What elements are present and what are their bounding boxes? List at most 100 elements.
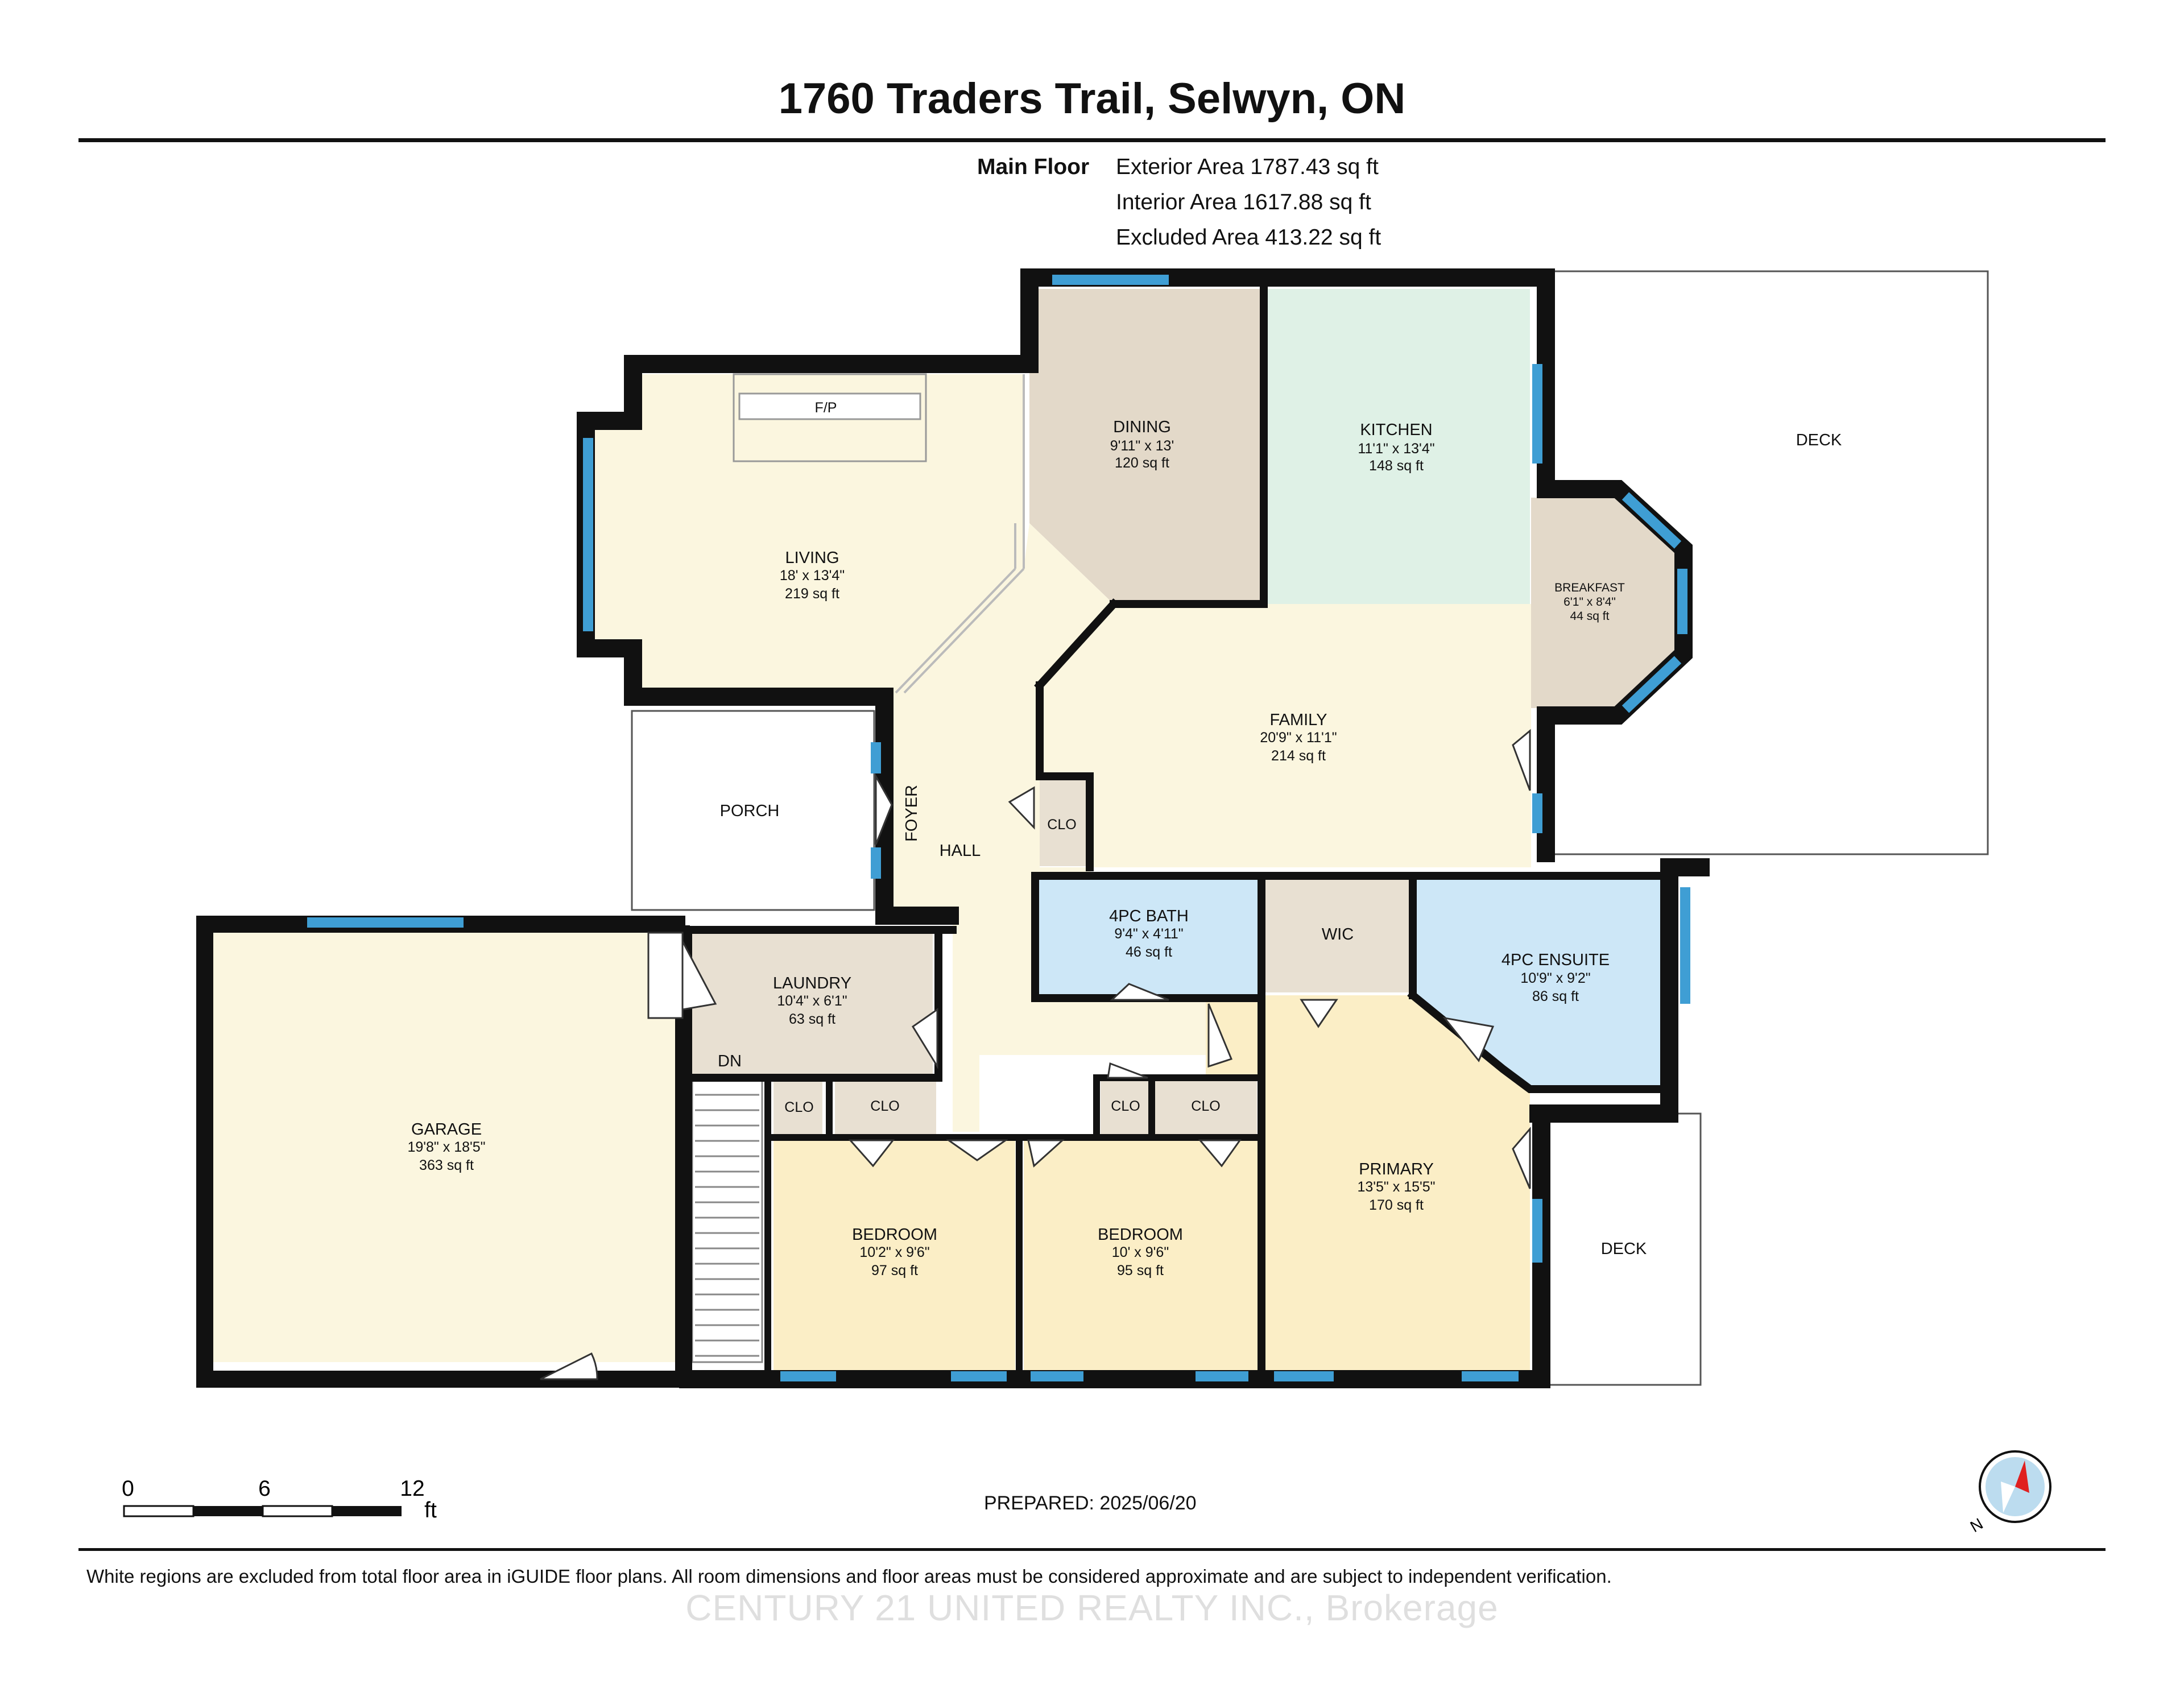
svg-text:9'4" x 4'11": 9'4" x 4'11" bbox=[1114, 926, 1183, 942]
hall-area bbox=[890, 523, 1206, 1132]
compass-icon bbox=[1979, 1450, 2051, 1523]
primary-label: PRIMARY 13'5" x 15'5" 170 sq ft bbox=[1357, 1160, 1435, 1213]
svg-text:95 sq ft: 95 sq ft bbox=[1117, 1263, 1164, 1279]
wic-room bbox=[1264, 879, 1410, 992]
bedroom1-room bbox=[774, 1140, 1015, 1376]
living-label: LIVING 18' x 13'4" 219 sq ft bbox=[780, 549, 845, 602]
scale-0-label: 0 bbox=[122, 1476, 134, 1501]
hall-label: HALL bbox=[940, 842, 981, 860]
svg-text:GARAGE: GARAGE bbox=[411, 1120, 482, 1139]
svg-text:4PC BATH: 4PC BATH bbox=[1109, 907, 1189, 925]
interior-area: Interior Area 1617.88 sq ft bbox=[1116, 190, 1371, 214]
deck-top-label: DECK bbox=[1796, 431, 1842, 449]
page-title: 1760 Traders Trail, Selwyn, ON bbox=[778, 75, 1406, 123]
svg-text:KITCHEN: KITCHEN bbox=[1360, 421, 1432, 439]
walls bbox=[196, 268, 1710, 1388]
svg-text:LIVING: LIVING bbox=[785, 549, 839, 567]
bath-room bbox=[1035, 879, 1261, 995]
svg-text:120 sq ft: 120 sq ft bbox=[1115, 455, 1169, 471]
bedroom1-label: BEDROOM 10'2" x 9'6" 97 sq ft bbox=[852, 1226, 937, 1279]
svg-text:BREAKFAST: BREAKFAST bbox=[1554, 581, 1625, 594]
svg-text:18' x 13'4": 18' x 13'4" bbox=[780, 568, 845, 584]
stairs bbox=[691, 1078, 763, 1363]
title-rule bbox=[78, 138, 2106, 142]
svg-text:4PC ENSUITE: 4PC ENSUITE bbox=[1502, 951, 1610, 969]
svg-text:20'9" x 11'1": 20'9" x 11'1" bbox=[1260, 730, 1337, 746]
svg-text:219 sq ft: 219 sq ft bbox=[785, 586, 839, 602]
dining-label: DINING 9'11" x 13' 120 sq ft bbox=[1110, 418, 1174, 471]
bedroom2-room bbox=[1024, 1140, 1258, 1376]
foyer-label: FOYER bbox=[903, 785, 921, 842]
windows bbox=[307, 275, 1690, 1381]
svg-text:46 sq ft: 46 sq ft bbox=[1126, 944, 1172, 960]
clo-family-room bbox=[1040, 776, 1090, 866]
bath-label: 4PC BATH 9'4" x 4'11" 46 sq ft bbox=[1109, 907, 1189, 960]
clo-family-label: CLO bbox=[1047, 817, 1076, 833]
clo1-label: CLO bbox=[784, 1099, 813, 1115]
primary-room bbox=[1206, 995, 1530, 1379]
family-room bbox=[1040, 604, 1531, 867]
scale-12-label: 12 bbox=[400, 1476, 424, 1501]
svg-text:11'1" x 13'4": 11'1" x 13'4" bbox=[1358, 441, 1434, 457]
kitchen-room bbox=[1264, 289, 1530, 606]
bedroom2-label: BEDROOM 10' x 9'6" 95 sq ft bbox=[1098, 1226, 1183, 1279]
svg-text:10'4" x 6'1": 10'4" x 6'1" bbox=[777, 993, 847, 1009]
fp-label: F/P bbox=[815, 400, 837, 416]
wic-label: WIC bbox=[1322, 925, 1354, 944]
doors bbox=[540, 729, 1531, 1380]
floor-label: Main Floor bbox=[977, 155, 1090, 179]
svg-text:13'5" x 15'5": 13'5" x 15'5" bbox=[1357, 1179, 1435, 1195]
svg-text:19'8" x 18'5": 19'8" x 18'5" bbox=[407, 1139, 485, 1155]
garage-room bbox=[212, 924, 677, 1362]
svg-text:6'1" x 8'4": 6'1" x 8'4" bbox=[1563, 595, 1616, 609]
scale-6-label: 6 bbox=[258, 1476, 271, 1501]
svg-text:363 sq ft: 363 sq ft bbox=[419, 1157, 474, 1173]
svg-text:LAUNDRY: LAUNDRY bbox=[773, 974, 851, 992]
breakfast-room bbox=[1531, 498, 1678, 708]
family-label: FAMILY 20'9" x 11'1" 214 sq ft bbox=[1260, 711, 1337, 764]
ensuite-label: 4PC ENSUITE 10'9" x 9'2" 86 sq ft bbox=[1502, 951, 1610, 1004]
scale-bar bbox=[123, 1505, 402, 1517]
svg-text:148 sq ft: 148 sq ft bbox=[1369, 458, 1424, 474]
clo2-room bbox=[835, 1079, 936, 1136]
fireplace-hearth bbox=[738, 392, 921, 420]
svg-text:10'2" x 9'6": 10'2" x 9'6" bbox=[859, 1244, 929, 1260]
kitchen-label: KITCHEN 11'1" x 13'4" 148 sq ft bbox=[1358, 421, 1434, 474]
clo4-room bbox=[1155, 1079, 1257, 1136]
prepared-date: PREPARED: 2025/06/20 bbox=[984, 1492, 1197, 1514]
breakfast-label: BREAKFAST 6'1" x 8'4" 44 sq ft bbox=[1554, 581, 1625, 623]
svg-text:44 sq ft: 44 sq ft bbox=[1570, 610, 1610, 623]
svg-text:PRIMARY: PRIMARY bbox=[1359, 1160, 1434, 1178]
garage-label: GARAGE 19'8" x 18'5" 363 sq ft bbox=[407, 1120, 485, 1173]
compass-letter: N bbox=[1967, 1515, 1986, 1536]
svg-text:86 sq ft: 86 sq ft bbox=[1532, 988, 1579, 1004]
scale-unit-label: ft bbox=[424, 1498, 437, 1522]
clo4-label: CLO bbox=[1191, 1098, 1220, 1114]
clo3-room bbox=[1101, 1079, 1152, 1136]
clo1-room bbox=[774, 1079, 822, 1136]
watermark: CENTURY 21 UNITED REALTY INC., Brokerage bbox=[685, 1587, 1499, 1628]
svg-text:10' x 9'6": 10' x 9'6" bbox=[1112, 1244, 1169, 1260]
svg-text:10'9" x 9'2": 10'9" x 9'2" bbox=[1520, 970, 1590, 986]
svg-text:FAMILY: FAMILY bbox=[1270, 711, 1327, 729]
svg-text:214 sq ft: 214 sq ft bbox=[1271, 748, 1326, 764]
svg-text:97 sq ft: 97 sq ft bbox=[871, 1263, 918, 1279]
disclaimer-text: White regions are excluded from total fl… bbox=[86, 1566, 1612, 1587]
porch-outline bbox=[631, 710, 875, 911]
svg-text:BEDROOM: BEDROOM bbox=[1098, 1226, 1183, 1244]
stair-treads bbox=[695, 1094, 759, 1357]
clo2-label: CLO bbox=[870, 1098, 899, 1114]
laundry-label: LAUNDRY 10'4" x 6'1" 63 sq ft bbox=[773, 974, 851, 1027]
dining-room bbox=[1029, 289, 1263, 604]
porch-label: PORCH bbox=[720, 802, 780, 820]
svg-text:DINING: DINING bbox=[1113, 418, 1171, 436]
exterior-area: Exterior Area 1787.43 sq ft bbox=[1116, 155, 1379, 179]
svg-text:BEDROOM: BEDROOM bbox=[852, 1226, 937, 1244]
excluded-area: Excluded Area 413.22 sq ft bbox=[1116, 225, 1381, 250]
partitions bbox=[895, 374, 1025, 694]
footer-rule bbox=[78, 1548, 2106, 1551]
clo3-label: CLO bbox=[1111, 1098, 1140, 1114]
laundry-room bbox=[688, 930, 933, 1074]
svg-text:9'11" x 13': 9'11" x 13' bbox=[1110, 438, 1174, 454]
